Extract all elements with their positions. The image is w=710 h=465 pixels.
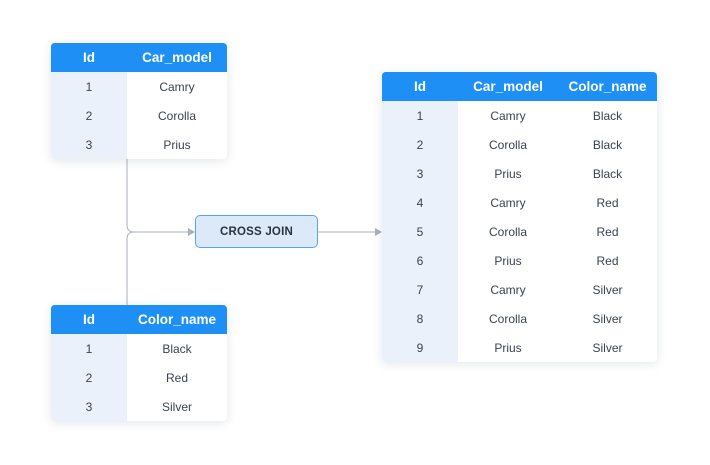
cross-join-operation: CROSS JOIN [195,215,318,248]
id-cell: 5 [382,217,458,246]
cars-table: Id Car_model 1 Camry 2 Corolla 3 Prius [51,43,227,159]
car-model-cell: Camry [490,282,526,297]
id-column-header: Id [382,72,458,101]
result-table-header: Id Car_model Color_name [382,72,657,101]
color-name-cell: Black [592,166,623,181]
id-cell: 1 [51,72,127,101]
id-cell: 3 [51,392,127,421]
table-row: 3 Prius Black [382,159,657,188]
table-row: 3 Silver [51,392,227,421]
id-cell: 2 [51,363,127,392]
table-row: 2 Corolla Black [382,130,657,159]
car-model-column-header: Car_model [473,79,543,94]
color-name-cell: Silver [592,282,623,297]
table-row: 1 Camry [51,72,227,101]
car-model-cell: Prius [494,340,522,355]
car-model-cell: Camry [490,108,526,123]
join-arrowhead [188,228,195,236]
result-arrowhead [375,228,382,236]
id-column-header: Id [51,43,127,72]
color-name-cell: Black [592,108,623,123]
table-row: 2 Corolla [51,101,227,130]
car-model-cell: Camry [490,195,526,210]
color-name-column-header: Color_name [568,79,647,94]
car-model-cell: Corolla [488,137,527,152]
id-cell: 3 [51,130,127,159]
id-cell: 1 [382,101,458,130]
id-cell: 8 [382,304,458,333]
car-model-cell: Corolla [488,224,527,239]
table-row: 3 Prius [51,130,227,159]
table-row: 6 Prius Red [382,246,657,275]
cars-table-header: Id Car_model [51,43,227,72]
color-name-cell: Silver [161,399,192,414]
id-cell: 4 [382,188,458,217]
id-cell: 9 [382,333,458,362]
car-model-cell: Prius [494,166,522,181]
table-row: 7 Camry Silver [382,275,657,304]
id-cell: 6 [382,246,458,275]
color-name-column-header: Color_name [137,312,217,327]
color-name-cell: Red [165,370,188,385]
color-name-cell: Red [596,195,619,210]
table-row: 8 Corolla Silver [382,304,657,333]
car-model-cell: Prius [163,137,191,152]
color-name-cell: Black [162,341,192,356]
car-model-cell: Corolla [157,108,196,123]
table-row: 1 Black [51,334,227,363]
color-name-cell: Red [596,224,619,239]
id-cell: 2 [51,101,127,130]
car-model-cell: Camry [159,79,195,94]
colors-table: Id Color_name 1 Black 2 Red 3 Silver [51,305,227,421]
color-name-cell: Silver [592,340,623,355]
cars-connector [126,158,188,233]
table-row: 9 Prius Silver [382,333,657,362]
id-cell: 3 [382,159,458,188]
table-row: 5 Corolla Red [382,217,657,246]
table-row: 4 Camry Red [382,188,657,217]
colors-connector [126,231,135,305]
result-table: Id Car_model Color_name 1 Camry Black 2 … [382,72,657,362]
color-name-cell: Black [592,137,623,152]
table-row: 1 Camry Black [382,101,657,130]
table-row: 2 Red [51,363,227,392]
car-model-cell: Prius [494,253,522,268]
car-model-column-header: Car_model [142,50,212,65]
id-cell: 7 [382,275,458,304]
color-name-cell: Red [596,253,619,268]
id-column-header: Id [51,305,127,334]
color-name-cell: Silver [592,311,623,326]
id-cell: 2 [382,130,458,159]
car-model-cell: Corolla [488,311,527,326]
id-cell: 1 [51,334,127,363]
colors-table-header: Id Color_name [51,305,227,334]
